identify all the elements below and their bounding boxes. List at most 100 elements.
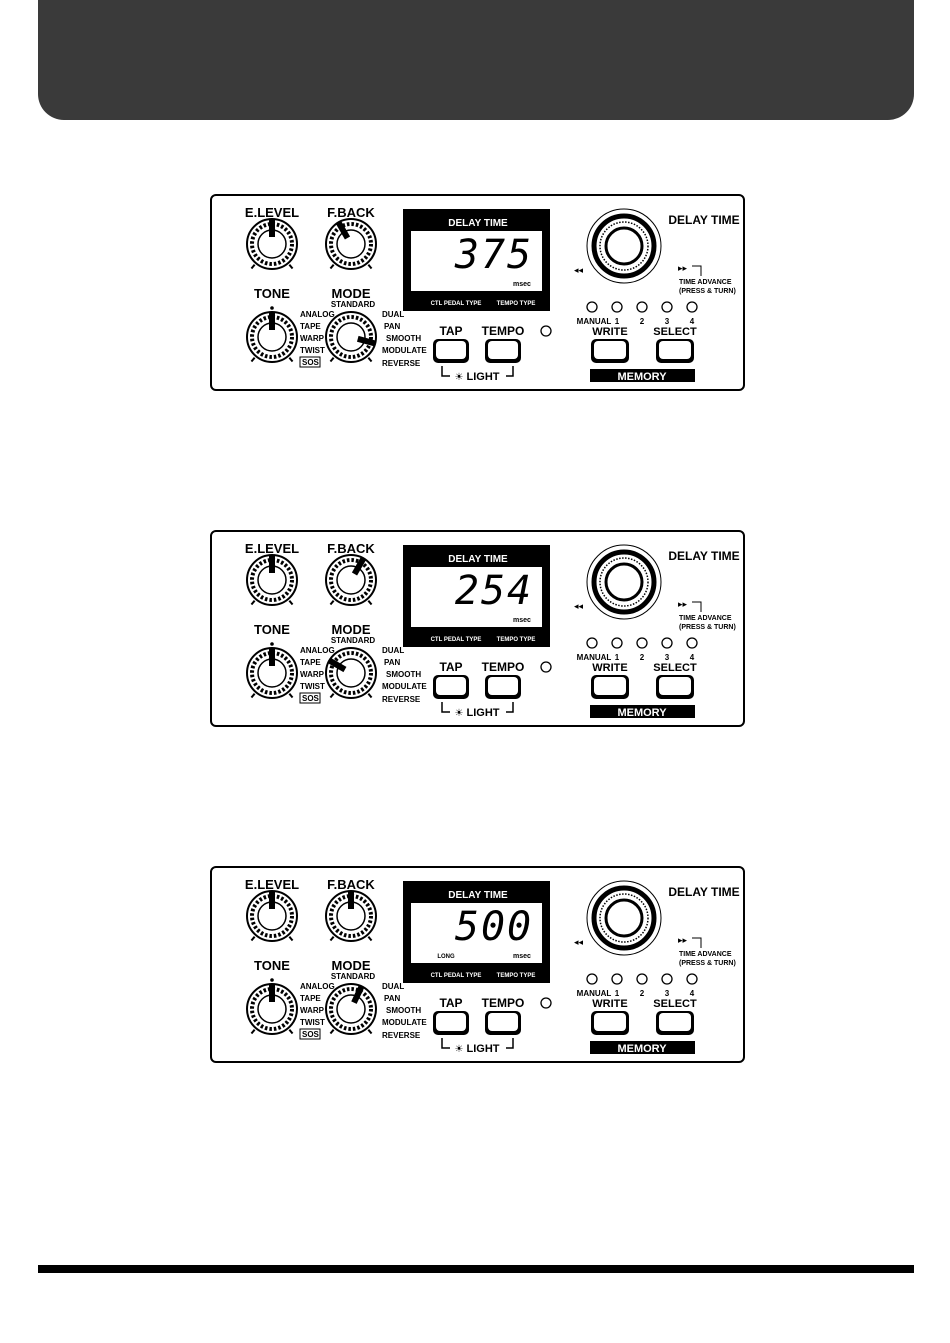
knob-pointer xyxy=(335,220,351,240)
select-label: SELECT xyxy=(653,662,697,674)
press-turn-label: (PRESS & TURN) xyxy=(679,624,736,631)
led-manual xyxy=(586,637,598,649)
knob-tick xyxy=(250,1029,256,1035)
knob-tick xyxy=(367,936,373,942)
elevel-label: E.LEVEL xyxy=(245,541,299,556)
led-2 xyxy=(636,301,648,313)
delay-time-label: DELAY TIME xyxy=(668,549,739,563)
lcd-screen xyxy=(411,231,542,291)
light-label: LIGHT xyxy=(467,707,500,719)
mode-dual: DUAL xyxy=(382,982,404,991)
elevel-label: E.LEVEL xyxy=(245,205,299,220)
write-label: WRITE xyxy=(592,662,627,674)
knob-tick xyxy=(367,1029,373,1035)
rewind-icon: ◂◂ xyxy=(574,602,584,612)
tap-label: TAP xyxy=(439,324,462,338)
pedal-panel-svg: E.LEVEL F.BACK TONE MODE STANDARD ANALOG… xyxy=(210,194,745,391)
lcd-ctl-pedal-type: CTL PEDAL TYPE xyxy=(431,637,482,643)
mode-sos: SOS xyxy=(302,694,320,703)
mode-knob[interactable] xyxy=(325,647,377,699)
forward-icon: ▸▸ xyxy=(678,600,688,610)
tempo-led xyxy=(540,661,552,673)
write-label: WRITE xyxy=(592,326,627,338)
knob-tick xyxy=(329,936,335,942)
knob-tick xyxy=(367,693,373,699)
mode-label: MODE xyxy=(332,958,371,973)
tone-knob[interactable] xyxy=(246,647,298,699)
elevel-knob[interactable] xyxy=(246,218,298,270)
sos-box xyxy=(299,1028,321,1040)
press-turn-label: (PRESS & TURN) xyxy=(679,960,736,967)
lcd-ctl-pedal-type: CTL PEDAL TYPE xyxy=(431,973,482,979)
knob-pointer xyxy=(351,985,365,1004)
knob-tick xyxy=(367,600,373,606)
knob-cap xyxy=(336,565,366,595)
led-manual xyxy=(586,301,598,313)
memory-label: MEMORY xyxy=(617,371,667,383)
fback-knob[interactable] xyxy=(325,554,377,606)
delay-time-dial[interactable] xyxy=(586,208,662,284)
pedal-panel-2: E.LEVEL F.BACK TONE MODE STANDARD ANALOG… xyxy=(210,530,745,727)
mode-knob[interactable] xyxy=(325,983,377,1035)
delay-time-readout: 375 xyxy=(454,232,533,278)
tap-button-face xyxy=(436,677,466,695)
mode-knob[interactable] xyxy=(325,311,377,363)
fback-knob[interactable] xyxy=(325,890,377,942)
lcd-title: DELAY TIME xyxy=(448,890,508,901)
knob-tick xyxy=(288,357,294,363)
knob-grip xyxy=(250,558,294,602)
knob-tick xyxy=(250,693,256,699)
light-label: LIGHT xyxy=(467,1043,500,1055)
light-sun-icon: ☀ xyxy=(455,372,464,383)
tempo-label: TEMPO xyxy=(482,996,525,1010)
select-button-face xyxy=(659,1013,691,1031)
delay-time-dial[interactable] xyxy=(586,544,662,620)
knob-grip xyxy=(329,222,373,266)
knob-grip xyxy=(329,651,373,695)
knob-tick xyxy=(288,600,294,606)
lcd-unit: msec xyxy=(513,953,531,960)
time-advance-label: TIME ADVANCE xyxy=(679,615,732,622)
knob-grip xyxy=(250,651,294,695)
mode-warp: WARP xyxy=(300,1006,325,1015)
mode-standard: STANDARD xyxy=(331,636,376,645)
lcd-unit: msec xyxy=(513,617,531,624)
knob-grip xyxy=(250,222,294,266)
mode-reverse: REVERSE xyxy=(382,1031,421,1040)
mode-pan: PAN xyxy=(384,994,401,1003)
mode-sos: SOS xyxy=(302,1030,320,1039)
knob-tick xyxy=(250,264,256,270)
mode-tape: TAPE xyxy=(300,994,321,1003)
light-sun-icon: ☀ xyxy=(455,1044,464,1055)
knob-tick xyxy=(288,693,294,699)
dial-cap xyxy=(604,226,644,266)
led-4 xyxy=(686,301,698,313)
mode-twist: TWIST xyxy=(300,346,325,355)
mem-2-label: 2 xyxy=(640,653,645,662)
mem-3-label: 3 xyxy=(665,317,670,326)
light-sun-icon: ☀ xyxy=(455,708,464,719)
select-label: SELECT xyxy=(653,998,697,1010)
tone-knob[interactable] xyxy=(246,983,298,1035)
knob-grip xyxy=(329,558,373,602)
tone-knob[interactable] xyxy=(246,311,298,363)
delay-time-dial[interactable] xyxy=(586,880,662,956)
knob-grip xyxy=(250,315,294,359)
memory-label: MEMORY xyxy=(617,707,667,719)
tap-label: TAP xyxy=(439,660,462,674)
knob-pointer xyxy=(269,555,275,573)
elevel-knob[interactable] xyxy=(246,554,298,606)
memory-bar xyxy=(590,369,695,382)
knob-tick xyxy=(367,264,373,270)
knob-grip xyxy=(329,315,373,359)
knob-pointer xyxy=(269,312,275,330)
elevel-knob[interactable] xyxy=(246,890,298,942)
mode-reverse: REVERSE xyxy=(382,359,421,368)
mode-smooth: SMOOTH xyxy=(386,1006,421,1015)
mode-smooth: SMOOTH xyxy=(386,670,421,679)
knob-pointer xyxy=(356,335,376,347)
time-advance-label: TIME ADVANCE xyxy=(679,951,732,958)
memory-bar xyxy=(590,1041,695,1054)
knob-tick xyxy=(329,264,335,270)
fback-knob[interactable] xyxy=(325,218,377,270)
